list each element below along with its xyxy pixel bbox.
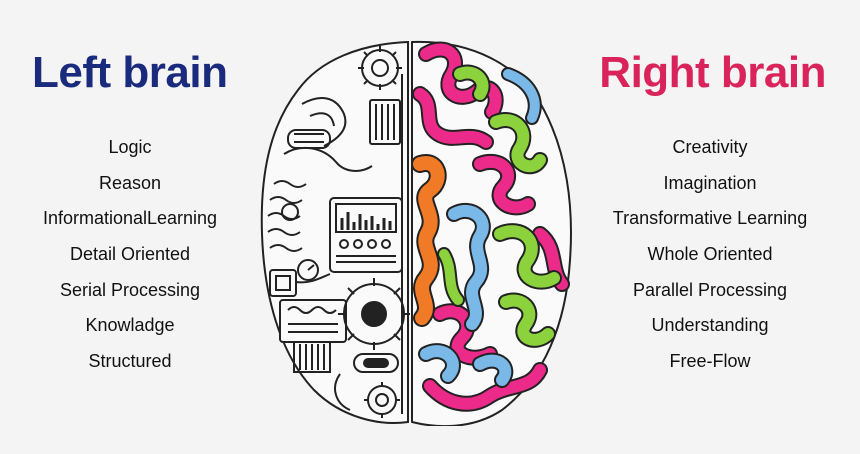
- mechanical-left-hemisphere: [260, 40, 410, 424]
- left-trait-item: Reason: [98, 172, 162, 193]
- right-brain-title: Right brain: [599, 48, 826, 97]
- left-trait-item: Structured: [88, 351, 172, 372]
- right-trait-item: Whole Oriented: [647, 244, 773, 265]
- right-trait-item: Free-Flow: [669, 351, 751, 372]
- left-trait-item: InformationalLearning: [42, 208, 218, 229]
- organic-right-hemisphere: [411, 40, 572, 426]
- right-trait-item: Imagination: [663, 172, 757, 193]
- gear-icon-top: [358, 46, 402, 90]
- left-trait-item: Detail Oriented: [69, 244, 191, 265]
- left-brain-title: Left brain: [32, 48, 228, 97]
- monitor-panel: [329, 197, 403, 273]
- left-brain-traits: Logic Reason InformationalLearning Detai…: [10, 134, 250, 384]
- right-brain-traits: Creativity Imagination Transformative Le…: [590, 134, 830, 384]
- right-trait-item: Parallel Processing: [632, 279, 788, 300]
- right-trait-item: Understanding: [651, 315, 769, 336]
- gear-icon-bottom: [364, 382, 400, 418]
- right-trait-item: Transformative Learning: [612, 208, 808, 229]
- gear-icon-large: [338, 278, 410, 350]
- brain-illustration: [260, 40, 572, 426]
- left-trait-item: Knowladge: [85, 315, 175, 336]
- left-trait-item: Logic: [108, 137, 152, 157]
- left-trait-item: Serial Processing: [59, 279, 201, 300]
- right-trait-item: Creativity: [672, 137, 748, 157]
